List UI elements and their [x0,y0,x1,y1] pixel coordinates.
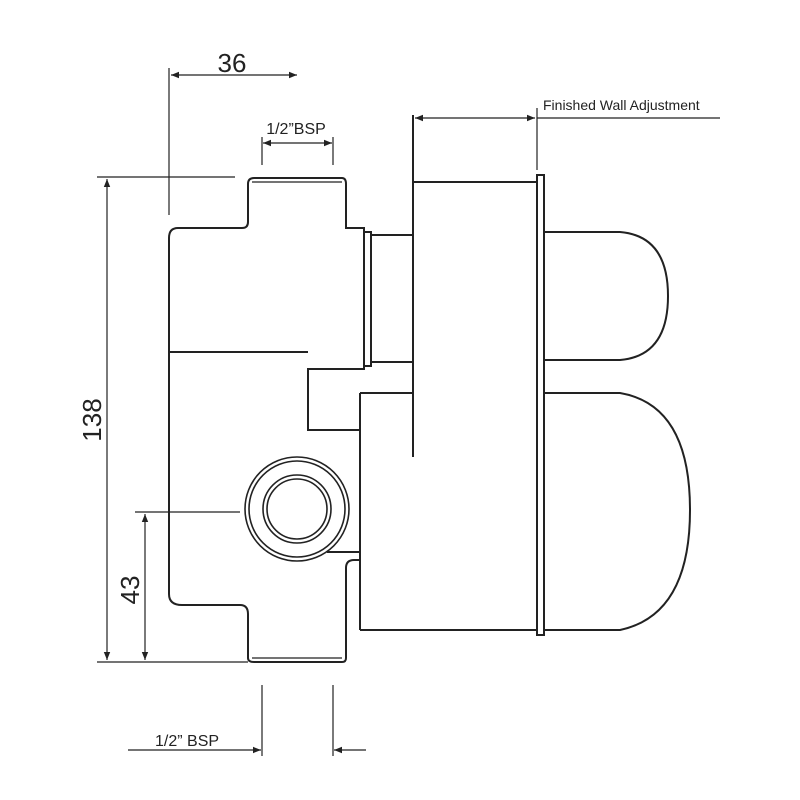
valve-body [168,177,413,663]
dimension-36: 36 [168,48,297,215]
dimension-top-bsp: 1/2”BSP [261,121,334,165]
dimension-138-label: 138 [77,398,107,441]
dimension-wall-adjustment: Finished Wall Adjustment [415,97,720,170]
inlet-port [244,456,350,562]
dimension-bottom-bsp: 1/2” BSP [128,685,366,756]
dimension-43: 43 [115,511,240,660]
handle-knobs [544,231,692,631]
wall-adjustment-label: Finished Wall Adjustment [543,97,700,113]
bottom-bsp-label: 1/2” BSP [155,733,219,750]
bottom-knob [544,392,692,631]
top-bsp-label: 1/2”BSP [266,121,326,138]
dimension-43-label: 43 [115,576,145,605]
dimension-36-label: 36 [218,48,247,78]
top-knob [544,231,670,361]
cover-plate [359,115,545,636]
dimension-138: 138 [77,176,248,663]
